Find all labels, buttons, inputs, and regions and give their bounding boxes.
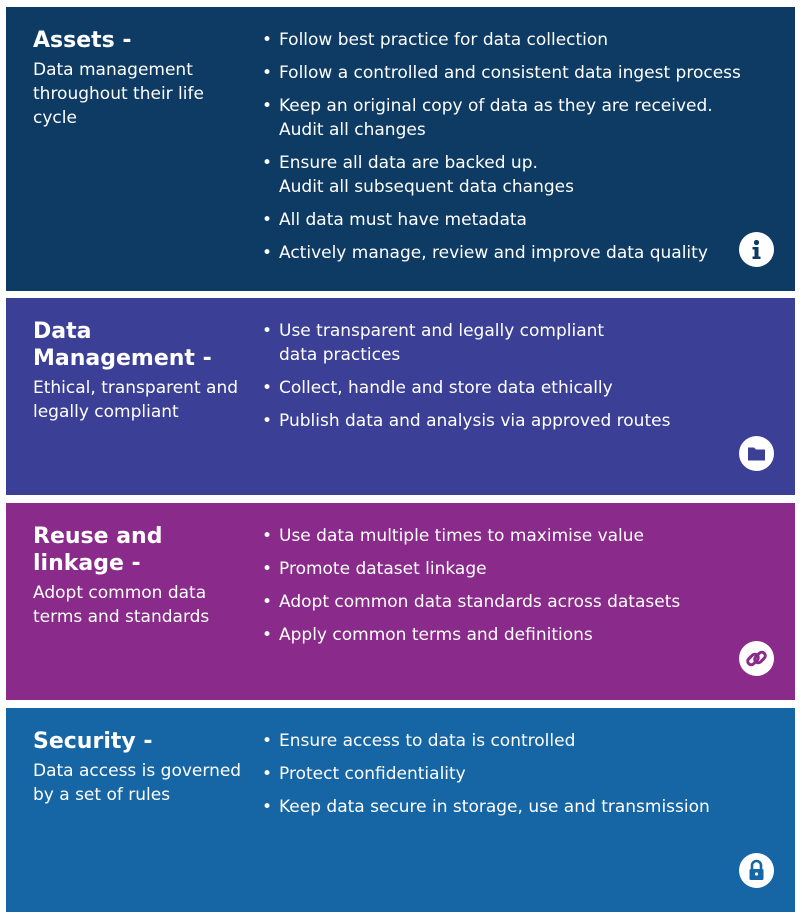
- bullet-text: Apply common terms and definitions: [279, 625, 593, 645]
- panel-description: Adopt common data terms and standards: [33, 583, 210, 627]
- list-item: Apply common terms and definitions: [262, 623, 782, 647]
- list-item: Ensure all data are backed up. Audit all …: [262, 151, 782, 199]
- heading-line: Data: [33, 319, 92, 344]
- list-item: Protect confidentiality: [262, 762, 782, 786]
- bullet-text: Collect, handle and store data ethically: [279, 378, 613, 398]
- bullet-list: Follow best practice for data collection…: [262, 28, 782, 274]
- panel-left-column: Data Management - Ethical, transparent a…: [33, 318, 243, 424]
- panel-description: Data access is governed by a set of rule…: [33, 761, 242, 805]
- list-item: Promote dataset linkage: [262, 557, 782, 581]
- list-item: Use data multiple times to maximise valu…: [262, 524, 782, 548]
- link-icon: [739, 641, 774, 676]
- bullet-text: Protect confidentiality: [279, 764, 466, 784]
- list-item: Adopt common data standards across datas…: [262, 590, 782, 614]
- reuse-linkage-panel: Reuse and linkage - Adopt common data te…: [6, 503, 795, 700]
- panel-heading: Reuse and linkage -: [33, 523, 243, 577]
- bullet-text: Keep an original copy of data as they ar…: [279, 96, 713, 116]
- bullet-text: data practices: [279, 345, 401, 365]
- list-item: Follow a controlled and consistent data …: [262, 61, 782, 85]
- bullet-list: Use transparent and legally compliant dat…: [262, 319, 782, 442]
- bullet-list: Use data multiple times to maximise valu…: [262, 524, 782, 656]
- list-item: Collect, handle and store data ethically: [262, 376, 782, 400]
- panel-heading: Security -: [33, 728, 243, 755]
- bullet-text: Audit all subsequent data changes: [279, 177, 574, 197]
- bullet-text: Use transparent and legally compliant: [279, 321, 605, 341]
- bullet-text: Adopt common data standards across datas…: [279, 592, 681, 612]
- bullet-text: All data must have metadata: [279, 210, 527, 230]
- panel-description: Ethical, transparent and legally complia…: [33, 378, 239, 422]
- panel-heading: Assets -: [33, 27, 243, 54]
- bullet-text: Keep data secure in storage, use and tra…: [279, 797, 710, 817]
- list-item: All data must have metadata: [262, 208, 782, 232]
- panel-left-column: Security - Data access is governed by a …: [33, 728, 243, 807]
- heading-line: Management -: [33, 346, 212, 371]
- bullet-text: Actively manage, review and improve data…: [279, 243, 708, 263]
- list-item: Actively manage, review and improve data…: [262, 241, 782, 265]
- lock-icon: [739, 853, 774, 888]
- bullet-list: Ensure access to data is controlled Prot…: [262, 729, 782, 828]
- heading-line: Assets -: [33, 28, 132, 53]
- bullet-text: Use data multiple times to maximise valu…: [279, 526, 645, 546]
- list-item: Publish data and analysis via approved r…: [262, 409, 782, 433]
- bullet-text: Publish data and analysis via approved r…: [279, 411, 671, 431]
- panel-left-column: Reuse and linkage - Adopt common data te…: [33, 523, 243, 629]
- bullet-text: Follow best practice for data collection: [279, 30, 609, 50]
- list-item: Keep an original copy of data as they ar…: [262, 94, 782, 142]
- bullet-text: Ensure access to data is controlled: [279, 731, 576, 751]
- list-item: Follow best practice for data collection: [262, 28, 782, 52]
- list-item: Ensure access to data is controlled: [262, 729, 782, 753]
- security-panel: Security - Data access is governed by a …: [6, 708, 795, 912]
- panel-left-column: Assets - Data management throughout thei…: [33, 27, 243, 130]
- heading-line: Security -: [33, 729, 153, 754]
- panel-heading: Data Management -: [33, 318, 243, 372]
- bullet-text: Follow a controlled and consistent data …: [279, 63, 741, 83]
- assets-panel: Assets - Data management throughout thei…: [6, 7, 795, 291]
- folder-icon: [739, 436, 774, 471]
- data-management-panel: Data Management - Ethical, transparent a…: [6, 298, 795, 495]
- list-item: Use transparent and legally compliant dat…: [262, 319, 782, 367]
- bullet-text: Ensure all data are backed up.: [279, 153, 538, 173]
- bullet-text: Promote dataset linkage: [279, 559, 487, 579]
- info-icon: [739, 232, 774, 267]
- list-item: Keep data secure in storage, use and tra…: [262, 795, 782, 819]
- bullet-text: Audit all changes: [279, 120, 426, 140]
- heading-line: linkage -: [33, 551, 141, 576]
- heading-line: Reuse and: [33, 524, 163, 549]
- panel-description: Data management throughout their life cy…: [33, 60, 204, 128]
